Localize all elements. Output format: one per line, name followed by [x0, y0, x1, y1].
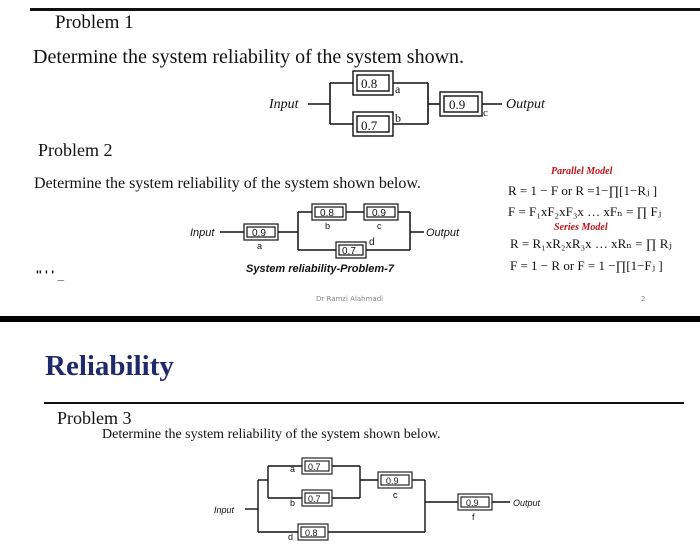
problem3-title: Problem 3: [57, 408, 132, 428]
block-c-tag: c: [483, 107, 488, 119]
problem3-output-label: Output: [513, 498, 541, 508]
partial-hidden-text: '' ' ' _: [36, 268, 64, 282]
series-model-title: Series Model: [554, 222, 608, 233]
p2-block-d-value: 0.7: [342, 246, 356, 257]
p3-block-f-tag: f: [472, 512, 475, 522]
p3-block-d-value: 0.8: [305, 528, 318, 538]
footer-page-number: 2: [641, 295, 646, 303]
block-b-value: 0.7: [361, 118, 378, 133]
problem1-output-label: Output: [506, 97, 546, 112]
problem1-diagram: 0.8 a 0.7 b 0.9 c Input Output: [268, 70, 546, 137]
problem2-diagram: 0.9 a 0.8 b 0.9 c 0.7 d Input Output Sys…: [36, 203, 460, 282]
series-eq-2: F = 1 − R or F = 1 −∏[1−Fⱼ ]: [510, 258, 663, 273]
block-c-value: 0.9: [449, 97, 465, 112]
p2-block-c-tag: c: [377, 221, 382, 231]
problem3-input-label: Input: [214, 505, 235, 515]
p3-block-b-tag: b: [290, 498, 295, 508]
slide2-rule: [44, 402, 684, 404]
p2-block-a-value: 0.9: [252, 228, 266, 239]
p3-block-d-tag: d: [288, 532, 293, 542]
problem1-statement: Determine the system reliability of the …: [33, 46, 465, 68]
block-b-tag: b: [395, 111, 401, 125]
p2-block-b-value: 0.8: [320, 208, 334, 219]
problem1-input-label: Input: [268, 97, 300, 112]
problem2-input-label: Input: [190, 227, 215, 239]
parallel-eq-2: F = F₁xF₂xF₃x … xFₙ = ∏ Fⱼ: [508, 204, 662, 219]
p2-block-d-tag: d: [369, 237, 375, 248]
slide2-heading: Reliability: [45, 350, 174, 382]
p3-block-b-value: 0.7: [308, 494, 321, 504]
parallel-model-title: Parallel Model: [551, 166, 613, 177]
block-a-tag: a: [395, 82, 401, 96]
p3-block-c-value: 0.9: [386, 476, 399, 486]
top-rule: [30, 8, 700, 11]
p2-block-c-value: 0.9: [372, 208, 386, 219]
p3-block-f-value: 0.9: [466, 498, 479, 508]
footer-author: Dr Ramzi Alahmadi: [316, 295, 384, 303]
p3-block-c-tag: c: [393, 490, 398, 500]
series-eq-1: R = R₁xR₂xR₃x … xRₙ = ∏ Rⱼ: [510, 236, 672, 251]
p2-block-b-tag: b: [325, 221, 330, 231]
problem1-title: Problem 1: [55, 12, 134, 33]
p3-block-a-value: 0.7: [308, 462, 321, 472]
slide-2: Reliability Problem 3 Determine the syst…: [0, 322, 700, 544]
parallel-eq-1: R = 1 − F or R =1−∏[1−Rⱼ ]: [508, 183, 658, 198]
p3-block-a-tag: a: [290, 464, 295, 474]
slide-1: Problem 1 Determine the system reliabili…: [0, 0, 700, 316]
problem2-title: Problem 2: [38, 140, 113, 160]
p2-block-a-tag: a: [257, 241, 262, 251]
problem3-statement: Determine the system reliability of the …: [102, 427, 441, 442]
problem2-statement: Determine the system reliability of the …: [34, 175, 421, 192]
block-a-value: 0.8: [361, 76, 377, 91]
problem2-output-label: Output: [426, 227, 460, 239]
problem2-caption: System reliability-Problem-7: [246, 263, 395, 275]
problem3-diagram: 0.7 a 0.7 b 0.8 d 0.9 c 0.9 f Input Outp…: [214, 457, 541, 542]
